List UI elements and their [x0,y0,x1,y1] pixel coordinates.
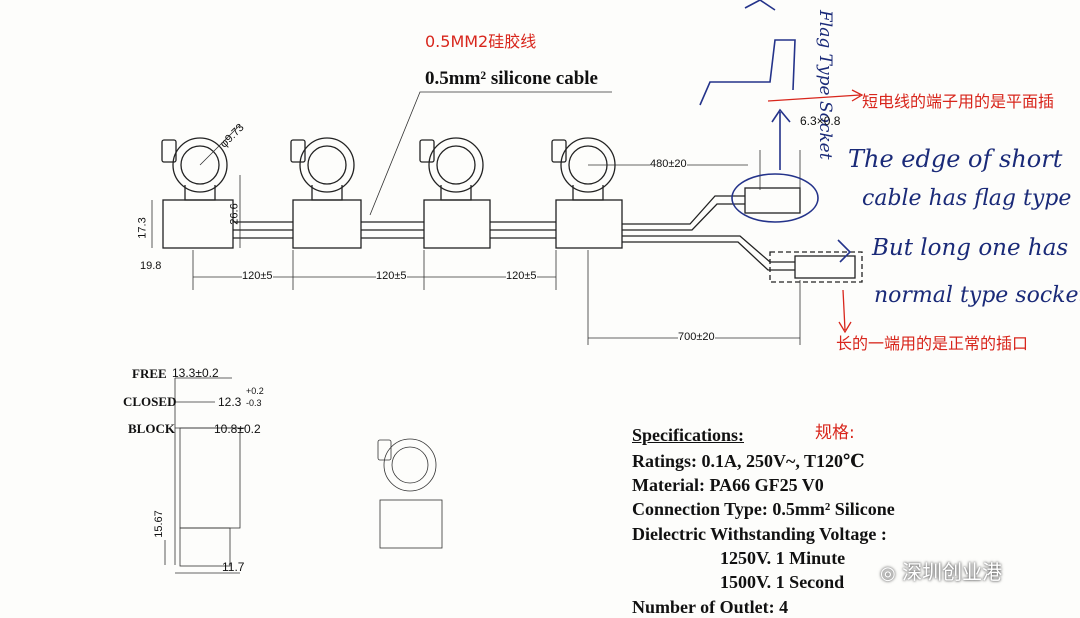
wechat-icon: ◎ [880,563,896,584]
dim-side-width: 11.7 [222,560,245,574]
dim-height-2: 26.6 [228,203,241,225]
dim-closed: 12.3 [218,395,242,409]
cn-cable-note: 0.5MM2硅胶线 [425,32,537,51]
dim-height-1: 17.3 [136,217,149,239]
dim-closed-tol-plus: +0.2 [246,386,264,396]
spec-connection: Connection Type: 0.5mm² Silicone [632,499,895,519]
dim-free: 13.3±0.2 [172,366,219,380]
dim-base: 19.8 [140,260,162,272]
socket-1 [161,137,234,249]
handwritten-flag-socket: Flag Type Socket [815,10,835,160]
label-free: FREE [132,366,167,381]
spec-voltage-1: 1250V. 1 Minute [720,548,846,568]
watermark: ◎ 深圳创业港 [880,556,1002,585]
spec-heading: Specifications: [632,425,744,445]
socket-2 [290,137,362,249]
dim-closed-tol-minus: -0.3 [246,398,262,408]
handwritten-line-4: normal type socket [874,283,1080,308]
spec-dielectric: Dielectric Withstanding Voltage : [632,524,887,544]
handwritten-line-3: But long one has [872,235,1069,261]
socket-3 [419,137,491,249]
dim-block: 10.8±0.2 [214,422,261,436]
handwritten-line-2: cable has flag type [862,186,1072,211]
label-closed: CLOSED [123,394,177,409]
dim-long-length: 700±20 [678,331,715,343]
cable-label: 0.5mm² silicone cable [425,68,598,89]
dim-side-height: 15.67 [152,510,165,538]
spec-outlets: Number of Outlet: 4 [632,597,789,617]
spec-voltage-2: 1500V. 1 Second [720,572,845,592]
label-block: BLOCK [128,421,175,436]
cn-spec-note: 规格: [815,423,855,443]
dim-pitch-3: 120±5 [506,270,537,282]
cn-short-note: 短电线的端子用的是平面插 [862,92,1055,111]
dim-short-length: 480±20 [650,158,687,170]
cn-long-note: 长的一端用的是正常的插口 [836,334,1029,353]
socket-4 [551,137,623,249]
dim-pitch-2: 120±5 [376,270,407,282]
spec-material: Material: PA66 GF25 V0 [632,475,824,495]
dim-terminal: 6.3×0.8 [800,114,841,128]
handwritten-line-1: The edge of short [848,145,1063,173]
dim-pitch-1: 120±5 [242,270,273,282]
watermark-text: 深圳创业港 [902,560,1003,584]
spec-ratings: Ratings: 0.1A, 250V~, T120℃ [632,451,865,471]
